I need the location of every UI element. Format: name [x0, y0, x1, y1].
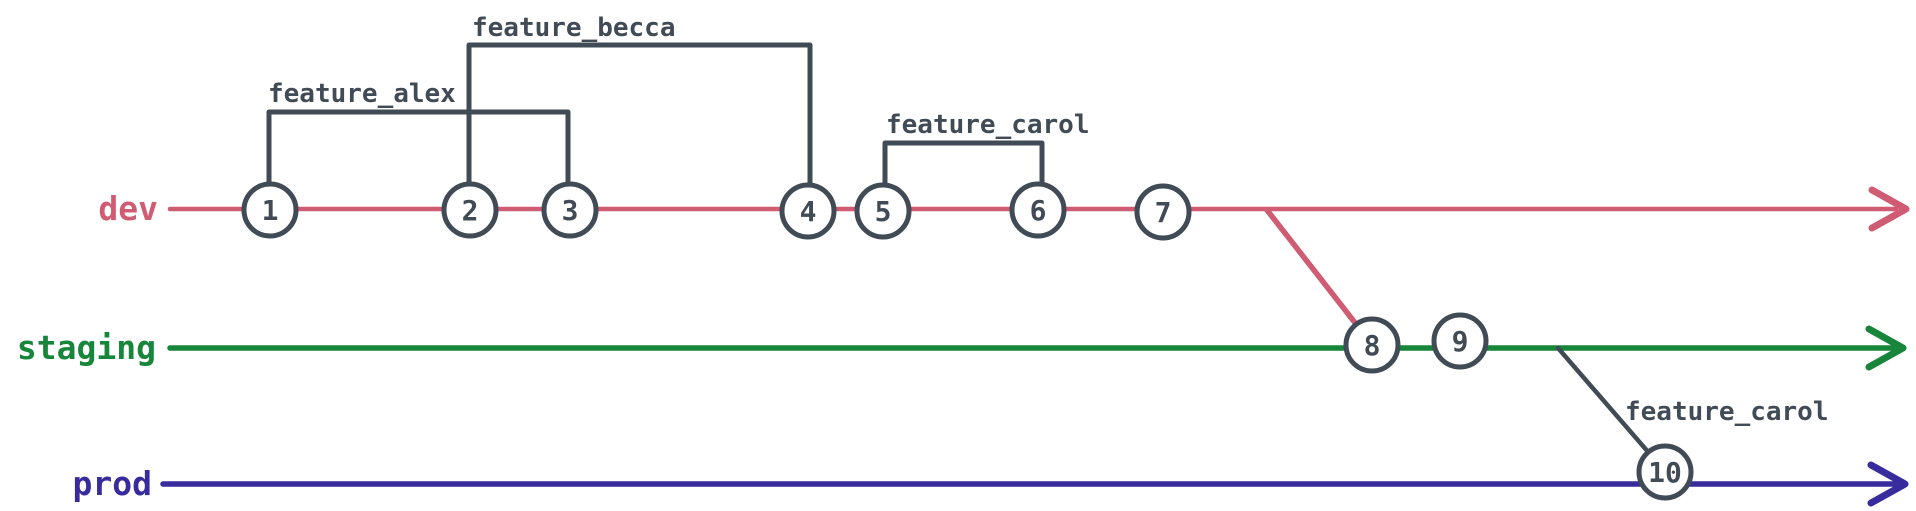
feature-becca-bracket: feature_becca	[466, 13, 813, 191]
feature-carol-bracket-line	[882, 140, 1045, 190]
prod-branch-label: prod	[73, 464, 152, 503]
commit-circle	[241, 181, 299, 239]
staging-arrowhead-icon	[1865, 325, 1907, 371]
commit-number: 7	[1155, 196, 1172, 229]
commit-node-6: 6	[1009, 181, 1067, 239]
commit-node-2: 2	[441, 181, 499, 239]
branch-staging-to-prod: feature_carol	[1555, 345, 1829, 464]
commit-circle	[1009, 181, 1067, 239]
merge-dev-staging-line	[1264, 207, 1366, 336]
commit-circle	[1343, 316, 1401, 374]
commit-node-5: 5	[854, 182, 912, 240]
commit-circle	[1636, 443, 1694, 501]
commit-circle	[854, 182, 912, 240]
feature-becca-label: feature_becca	[472, 13, 676, 43]
merge-dev-to-staging	[1264, 207, 1366, 336]
commit-number: 6	[1030, 194, 1047, 227]
commit-node-3: 3	[541, 181, 599, 239]
commit-node-7: 7	[1134, 183, 1192, 241]
commit-circle	[1134, 183, 1192, 241]
commit-circle	[441, 181, 499, 239]
commit-number: 10	[1648, 456, 1682, 489]
commit-circle	[541, 181, 599, 239]
branch-prod: prod	[73, 461, 1909, 507]
feature-alex-bracket-line	[266, 109, 571, 191]
dev-branch-label: dev	[98, 189, 158, 228]
commit-number: 2	[462, 194, 479, 227]
commit-number: 5	[875, 195, 892, 228]
feature-carol-branch-line	[1555, 345, 1659, 464]
commit-number: 9	[1452, 325, 1469, 358]
branch-staging: staging	[17, 325, 1907, 371]
feature-carol-bottom-label: feature_carol	[1625, 397, 1829, 427]
commit-node-10: 10	[1636, 443, 1694, 501]
feature-alex-label: feature_alex	[268, 79, 456, 109]
feature-becca-bracket-line	[466, 42, 813, 191]
commit-node-4: 4	[779, 182, 837, 240]
prod-arrowhead-icon	[1867, 461, 1909, 507]
feature-carol-bracket: feature_carol	[882, 110, 1090, 190]
commit-node-1: 1	[241, 181, 299, 239]
commit-node-8: 8	[1343, 316, 1401, 374]
commit-number: 3	[562, 194, 579, 227]
commit-node-9: 9	[1431, 312, 1489, 370]
commit-number: 4	[800, 195, 817, 228]
feature-alex-bracket: feature_alex	[266, 79, 571, 191]
commit-number: 8	[1364, 329, 1381, 362]
dev-arrowhead-icon	[1868, 186, 1910, 232]
commit-number: 1	[262, 194, 279, 227]
commit-circle	[779, 182, 837, 240]
commit-circle	[1431, 312, 1489, 370]
branch-dev: dev	[98, 186, 1910, 232]
feature-carol-top-label: feature_carol	[886, 110, 1090, 140]
staging-branch-label: staging	[17, 328, 156, 367]
